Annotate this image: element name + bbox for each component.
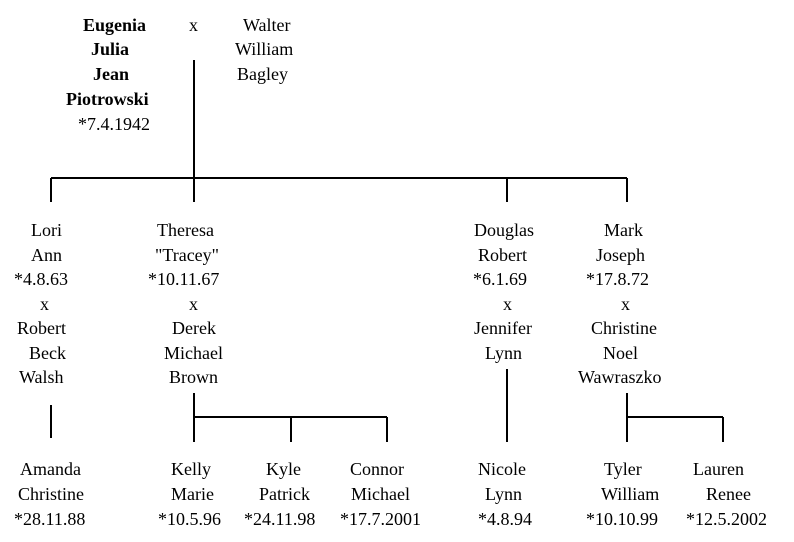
grandchild-1-name-line-2: Christine: [18, 484, 84, 504]
root-mother-birth: *7.4.1942: [78, 114, 150, 134]
child-4-spouse-line-3: Wawraszko: [578, 367, 662, 387]
root-father-name-line-3: Bagley: [237, 64, 288, 84]
child-3-spouse-line-1: Jennifer: [474, 318, 532, 338]
root-mother-name-line-4: Piotrowski: [66, 89, 149, 109]
grandchild-3-name-line-1: Kyle: [266, 459, 301, 479]
child-4-spouse-line-2: Noel: [603, 343, 638, 363]
child-2-spouse-line-2: Michael: [164, 343, 223, 363]
root-father-name-line-1: Walter: [243, 15, 291, 35]
child-1-spouse-line-3: Walsh: [19, 367, 64, 387]
child-1-birth: *4.8.63: [14, 269, 68, 289]
child-2-spouse-line-3: Brown: [169, 367, 218, 387]
child-1-spouse-line-1: Robert: [17, 318, 66, 338]
grandchild-3-name-line-2: Patrick: [259, 484, 310, 504]
root-mother-name-line-2: Julia: [91, 39, 130, 59]
grandchild-1-name-line-1: Amanda: [20, 459, 81, 479]
grandchild-6-name-line-1: Tyler: [604, 459, 642, 479]
child-1-spouse-line-2: Beck: [29, 343, 66, 363]
child-2-name-line-1: Theresa: [157, 220, 214, 240]
root-mother-name-line-1: Eugenia: [83, 15, 147, 35]
child-4-name-line-1: Mark: [604, 220, 643, 240]
child-3-spouse-line-2: Lynn: [485, 343, 523, 363]
grandchild-5-birth: *4.8.94: [478, 509, 532, 529]
grandchild-2-name-line-2: Marie: [171, 484, 214, 504]
child-3-marriage-mark: x: [503, 294, 512, 314]
grandchild-4-birth: *17.7.2001: [340, 509, 421, 529]
grandchild-3-birth: *24.11.98: [244, 509, 316, 529]
grandchild-1-birth: *28.11.88: [14, 509, 86, 529]
grandchild-5-name-line-1: Nicole: [478, 459, 526, 479]
root-marriage-mark: x: [189, 15, 198, 35]
grandchild-2-name-line-1: Kelly: [171, 459, 211, 479]
child-1-marriage-mark: x: [40, 294, 49, 314]
child-4-name-line-2: Joseph: [596, 245, 645, 265]
child-3-name-line-1: Douglas: [474, 220, 534, 240]
grandchild-4-name-line-1: Connor: [350, 459, 404, 479]
child-3-name-line-2: Robert: [478, 245, 527, 265]
grandchild-4-name-line-2: Michael: [351, 484, 410, 504]
child-1-name-line-2: Ann: [31, 245, 62, 265]
grandchild-2-birth: *10.5.96: [158, 509, 221, 529]
child-1-name-line-1: Lori: [31, 220, 62, 240]
child-4-spouse-line-1: Christine: [591, 318, 657, 338]
grandchild-7-name-line-1: Lauren: [693, 459, 744, 479]
root-father-name-line-2: William: [235, 39, 294, 59]
child-4-birth: *17.8.72: [586, 269, 649, 289]
grandchild-6-name-line-2: William: [601, 484, 660, 504]
grandchild-5-name-line-2: Lynn: [485, 484, 523, 504]
child-2-name-line-2: "Tracey": [155, 245, 220, 265]
child-4-marriage-mark: x: [621, 294, 630, 314]
child-2-marriage-mark: x: [189, 294, 198, 314]
root-mother-name-line-3: Jean: [93, 64, 129, 84]
child-2-birth: *10.11.67: [148, 269, 220, 289]
grandchild-7-birth: *12.5.2002: [686, 509, 767, 529]
grandchild-7-name-line-2: Renee: [706, 484, 751, 504]
child-2-spouse-line-1: Derek: [172, 318, 216, 338]
grandchild-6-birth: *10.10.99: [586, 509, 658, 529]
child-3-birth: *6.1.69: [473, 269, 527, 289]
